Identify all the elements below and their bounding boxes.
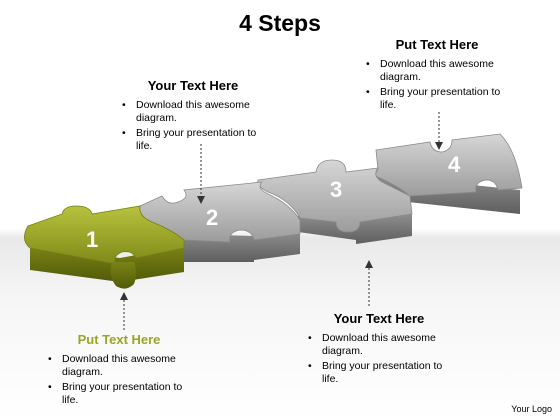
arrow-to-step-1 bbox=[120, 292, 128, 330]
bullet-item: Bring your presentation to life. bbox=[308, 360, 454, 386]
step-number-4: 4 bbox=[448, 152, 461, 177]
puzzle-piece-3 bbox=[257, 159, 413, 244]
bullet-item: Download this awesome diagram. bbox=[366, 58, 512, 84]
puzzle-piece-1 bbox=[24, 205, 185, 289]
step-number-2: 2 bbox=[206, 205, 218, 230]
callout-heading: Your Text Here bbox=[147, 78, 239, 93]
callout-bullets: Download this awesome diagram. Bring you… bbox=[362, 58, 512, 112]
logo-placeholder: Your Logo bbox=[511, 404, 552, 414]
callout-bullets: Download this awesome diagram. Bring you… bbox=[44, 353, 194, 407]
puzzle-piece-2 bbox=[139, 181, 301, 262]
step-number-3: 3 bbox=[330, 177, 342, 202]
bullet-item: Bring your presentation to life. bbox=[48, 381, 194, 407]
bullet-item: Bring your presentation to life. bbox=[366, 86, 512, 112]
callout-bullets: Download this awesome diagram. Bring you… bbox=[118, 99, 268, 153]
arrow-to-step-2 bbox=[197, 144, 205, 204]
arrow-to-step-4 bbox=[435, 112, 443, 150]
callout-heading: Your Text Here bbox=[333, 311, 425, 326]
callout-step-4: Put Text Here Download this awesome diag… bbox=[362, 37, 512, 114]
bullet-item: Download this awesome diagram. bbox=[308, 332, 454, 358]
callout-step-1: Put Text Here Download this awesome diag… bbox=[44, 332, 194, 409]
callout-step-3: Your Text Here Download this awesome dia… bbox=[304, 311, 454, 388]
bullet-item: Download this awesome diagram. bbox=[48, 353, 194, 379]
slide-title: 4 Steps bbox=[239, 10, 321, 36]
callout-heading: Put Text Here bbox=[395, 37, 479, 52]
bullet-item: Bring your presentation to life. bbox=[122, 127, 268, 153]
callout-step-2: Your Text Here Download this awesome dia… bbox=[118, 78, 268, 155]
step-number-1: 1 bbox=[86, 227, 98, 252]
arrow-to-step-3 bbox=[365, 260, 373, 306]
puzzle-piece-4 bbox=[375, 133, 523, 214]
callout-bullets: Download this awesome diagram. Bring you… bbox=[304, 332, 454, 386]
callout-heading: Put Text Here bbox=[77, 332, 161, 347]
bullet-item: Download this awesome diagram. bbox=[122, 99, 268, 125]
